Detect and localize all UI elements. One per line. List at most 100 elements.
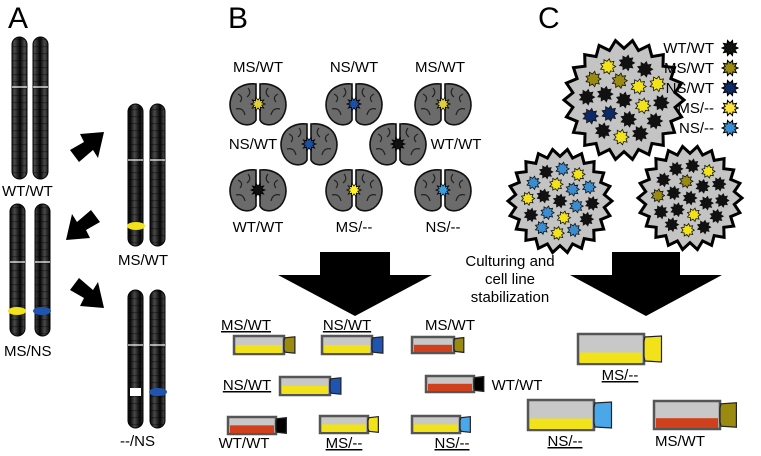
- cell-colony: [635, 144, 745, 252]
- cell: [565, 181, 581, 197]
- cell: [664, 217, 680, 233]
- culture-flask: [410, 414, 471, 435]
- cell: [579, 211, 595, 227]
- cell: [578, 88, 596, 106]
- cell-dot: [434, 96, 452, 112]
- flask-grid-c: MS/--NS/--MS/WT: [526, 332, 737, 450]
- culture-flask: [232, 334, 296, 356]
- legend-swatch: [720, 99, 740, 117]
- legend-label: MS/WT: [664, 60, 714, 77]
- center-text-3: stabilization: [471, 289, 549, 306]
- flask-label: WT/WT: [492, 377, 543, 394]
- culture-flask: [278, 375, 342, 397]
- brain-icon: WT/WT: [229, 169, 287, 236]
- cell: [701, 163, 716, 179]
- culture-flask: [424, 374, 485, 394]
- cell-dot: [345, 182, 363, 198]
- brain-label: NS/WT: [229, 136, 277, 153]
- brain-label: MS/WT: [415, 59, 465, 76]
- legend-label: NS/--: [679, 120, 714, 137]
- brain-label: WT/WT: [233, 219, 284, 236]
- cell: [585, 70, 602, 88]
- chromosome-pair-ms-ns: [8, 203, 51, 337]
- cell: [679, 173, 694, 189]
- cell: [618, 54, 636, 72]
- ns-mutation-marker: [33, 307, 51, 315]
- culture-flask: [226, 415, 287, 436]
- brain-label: WT/WT: [431, 136, 482, 153]
- culture-flask: [320, 334, 384, 356]
- brain-icon: MS/WT: [414, 59, 472, 126]
- brain-icon: MS/--: [325, 169, 383, 236]
- cell: [599, 58, 617, 75]
- chromosome-pair-ms-wt: [127, 103, 166, 247]
- cell: [540, 205, 555, 221]
- chromosome-pair-ko-ns: [127, 289, 167, 429]
- cell: [549, 176, 564, 192]
- cell: [715, 193, 730, 208]
- colonies: [505, 38, 745, 255]
- cell: [636, 60, 654, 78]
- cell: [650, 188, 666, 203]
- cell: [666, 185, 682, 201]
- brain-label: NS/--: [426, 219, 461, 236]
- panel-c-label: C: [538, 2, 560, 35]
- cell: [585, 196, 600, 211]
- cell: [569, 198, 585, 214]
- cell: [699, 195, 715, 211]
- cell: [520, 191, 536, 206]
- panel-b-label: B: [228, 2, 248, 35]
- cell: [536, 188, 552, 204]
- cell: [682, 190, 698, 206]
- cell: [685, 158, 700, 174]
- flask-label: MS/WT: [655, 433, 705, 450]
- cell: [686, 207, 702, 223]
- cell-colony: [505, 147, 615, 255]
- cell: [711, 176, 727, 192]
- cell: [552, 193, 568, 209]
- brain-icon: MS/WT: [229, 59, 287, 126]
- cell: [634, 97, 652, 115]
- legend-swatch: [720, 39, 740, 57]
- cell: [566, 222, 582, 238]
- cell: [630, 78, 648, 95]
- culture-flask: [318, 414, 379, 435]
- culture-flask: [410, 335, 465, 355]
- label-ms-ns: MS/NS: [4, 343, 52, 360]
- cell: [653, 204, 669, 220]
- flask-label: NS/WT: [323, 317, 371, 334]
- cell-colony: [561, 38, 687, 162]
- cell-dot: [389, 136, 407, 152]
- flask-label: NS/--: [435, 435, 470, 452]
- cell: [571, 166, 586, 182]
- panel-a-label: A: [8, 2, 28, 35]
- legend-swatch: [720, 119, 740, 137]
- label-wt-wt: WT/WT: [2, 183, 53, 200]
- legend-swatch: [720, 79, 740, 97]
- cell: [538, 164, 554, 180]
- cell: [581, 179, 597, 195]
- culture-flask: [576, 332, 663, 366]
- brain-label: NS/WT: [330, 59, 378, 76]
- cell-dot: [345, 96, 363, 112]
- ms-mutation-marker: [8, 307, 26, 315]
- cell: [620, 110, 637, 128]
- cell: [611, 72, 629, 90]
- center-text-2: cell line: [485, 271, 535, 288]
- legend-swatch: [720, 59, 740, 77]
- cell: [646, 112, 664, 130]
- cell: [680, 222, 696, 238]
- culture-flask: [526, 398, 613, 432]
- cell: [597, 85, 614, 103]
- big-arrow-c: [570, 252, 722, 316]
- cell: [656, 172, 672, 188]
- brain-icon: NS/--: [414, 169, 472, 236]
- cell: [550, 225, 566, 241]
- flask-label: NS/WT: [223, 377, 271, 394]
- cell: [582, 107, 600, 125]
- label-ms-wt: MS/WT: [118, 252, 168, 269]
